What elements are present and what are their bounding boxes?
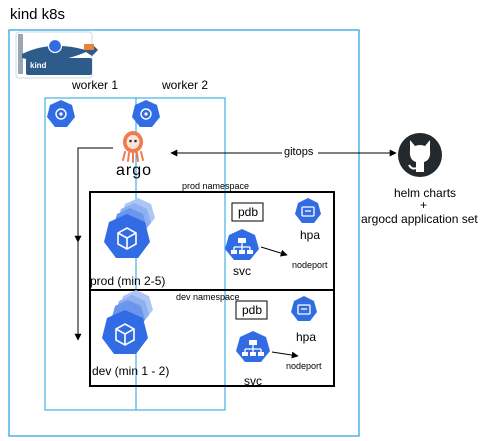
argo-label: argo bbox=[116, 162, 153, 179]
prod-namespace-label: prod namespace bbox=[182, 181, 250, 191]
dev-hpa-icon bbox=[291, 296, 317, 321]
dev-svc-nodeport-arrow bbox=[271, 351, 299, 359]
dev-namespace-label: dev namespace bbox=[176, 292, 240, 302]
worker-1-node-icon bbox=[47, 100, 75, 127]
prod-hpa-label: hpa bbox=[300, 228, 321, 242]
argo-icon bbox=[122, 131, 144, 163]
dev-svc-icon bbox=[236, 331, 270, 362]
worker-2-node-icon bbox=[132, 100, 160, 127]
repo-line-1: helm charts bbox=[394, 186, 457, 200]
dev-hpa-label: hpa bbox=[296, 330, 317, 344]
cluster-frame bbox=[8, 29, 360, 437]
dev-pdb-label: pdb bbox=[242, 303, 263, 317]
worker-2-label: worker 2 bbox=[162, 78, 209, 92]
dev-pdb-box bbox=[235, 300, 268, 320]
prod-pdb-label: pdb bbox=[238, 205, 259, 219]
repo-line-2: argocd application set bbox=[361, 212, 478, 226]
dev-namespace-box bbox=[89, 289, 335, 387]
github-icon bbox=[398, 133, 442, 177]
prod-hpa-icon bbox=[295, 198, 321, 223]
prod-svc-icon bbox=[225, 229, 259, 260]
prod-deployment-icon bbox=[104, 198, 155, 258]
prod-deployment-label: prod (min 2-5) bbox=[90, 274, 166, 288]
prod-nodeport-label: nodeport bbox=[292, 260, 328, 270]
kind-logo-text: kind bbox=[30, 61, 47, 70]
prod-svc-nodeport-arrow bbox=[260, 246, 288, 257]
repo-plus: + bbox=[420, 198, 428, 212]
dev-svc-label: svc bbox=[244, 374, 262, 388]
worker-1-label: worker 1 bbox=[72, 78, 119, 92]
dev-deployment-icon bbox=[102, 290, 153, 354]
argo-to-prod-arrow bbox=[74, 147, 113, 243]
kind-logo bbox=[15, 31, 98, 79]
prod-svc-label: svc bbox=[233, 264, 251, 278]
cluster-title: kind k8s bbox=[10, 6, 66, 23]
gitops-label: gitops bbox=[284, 146, 314, 158]
dev-deployment-label: dev (min 1 - 2) bbox=[92, 364, 170, 378]
prod-pdb-box bbox=[231, 202, 264, 222]
dev-nodeport-label: nodeport bbox=[286, 361, 322, 371]
